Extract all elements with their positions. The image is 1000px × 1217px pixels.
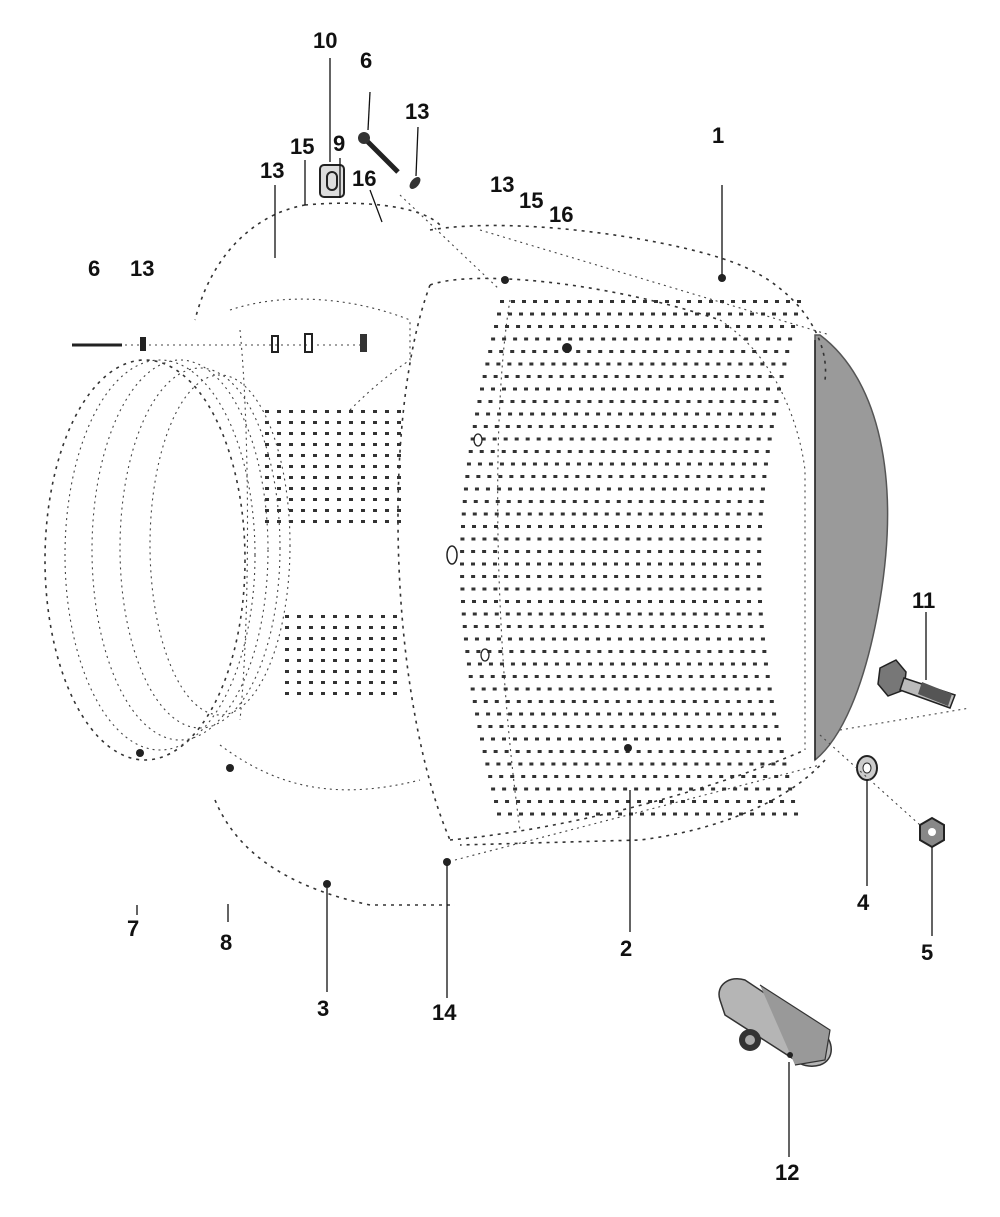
callout-5: 5	[921, 940, 934, 965]
drum-perforations	[460, 300, 801, 816]
top-bracket	[319, 164, 345, 198]
callout-4: 4	[857, 890, 870, 915]
counterweight-block	[718, 978, 832, 1067]
clamp-bolt-left	[72, 333, 370, 353]
callout-12: 12	[775, 1160, 800, 1185]
door-seal-gasket	[44, 359, 291, 772]
callout-2: 2	[620, 936, 633, 961]
callout-8: 8	[220, 930, 233, 955]
hex-nut	[819, 734, 945, 849]
callout-6-top: 6	[360, 48, 373, 73]
callout-10: 10	[313, 28, 338, 53]
inner-drum-perforations	[265, 410, 401, 695]
rear-tub-panel	[814, 334, 889, 762]
callout-3: 3	[317, 996, 330, 1021]
callout-7: 7	[127, 916, 140, 941]
perforated-drum	[397, 277, 806, 841]
callout-13-upper-left: 13	[260, 158, 285, 183]
callout-14: 14	[432, 1000, 457, 1025]
callout-1: 1	[712, 123, 725, 148]
callout-13-center: 13	[490, 172, 515, 197]
callout-13-left: 13	[130, 256, 155, 281]
callout-6-left: 6	[88, 256, 101, 281]
mounting-bolt	[839, 659, 971, 731]
callout-9: 9	[333, 131, 346, 156]
callout-13-top: 13	[405, 99, 430, 124]
front-tub-ring	[194, 202, 455, 906]
outer-tub	[429, 224, 831, 861]
callout-15-left: 15	[290, 134, 315, 159]
callout-11: 11	[912, 588, 936, 613]
callout-16-center: 16	[549, 202, 574, 227]
top-bolt	[358, 132, 501, 291]
leader-lines	[136, 58, 933, 1157]
callout-16-left: 16	[352, 166, 377, 191]
washer	[856, 755, 878, 781]
callout-15-center: 15	[519, 188, 544, 213]
